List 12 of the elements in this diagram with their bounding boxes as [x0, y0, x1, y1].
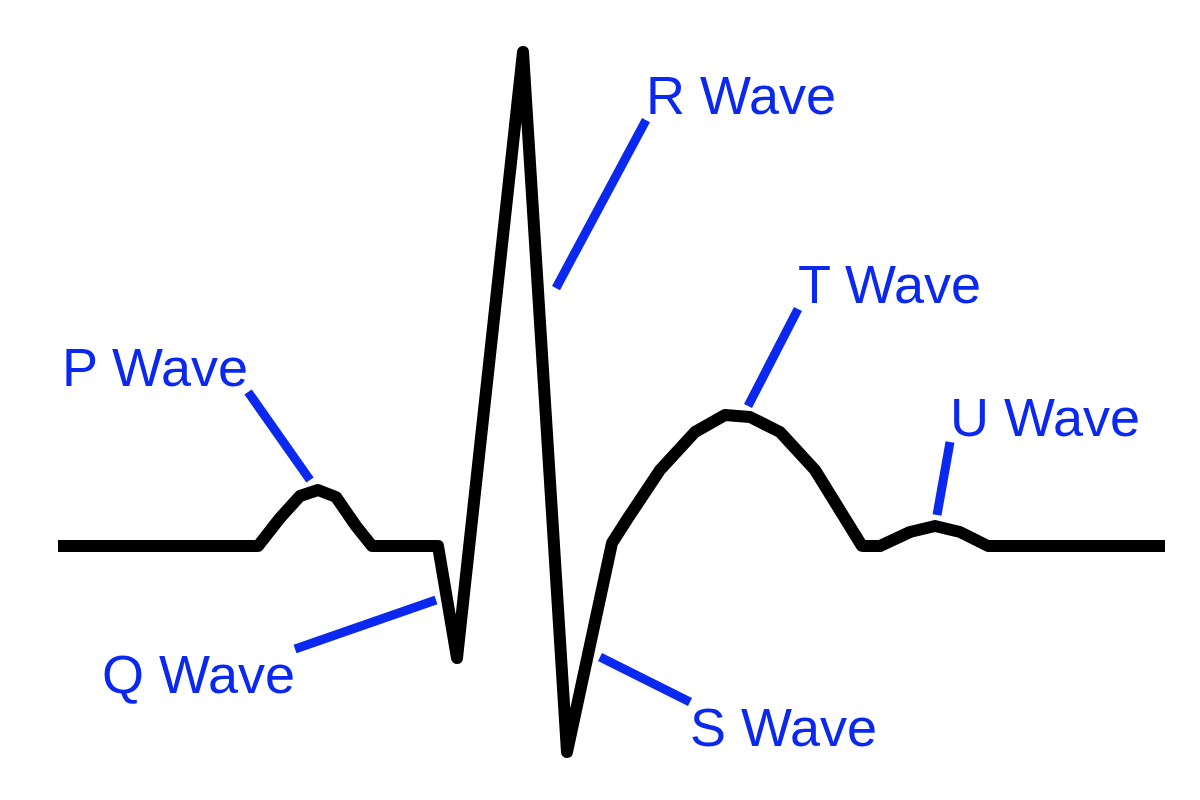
leader-line: [293, 595, 438, 654]
leader-line: [244, 389, 314, 483]
leader-line: [552, 117, 650, 291]
wave-label: R Wave: [646, 66, 837, 124]
wave-label: P Wave: [62, 338, 249, 396]
wave-label: U Wave: [950, 388, 1141, 446]
leader-line: [932, 441, 955, 516]
leader-line: [598, 652, 692, 707]
wave-label: T Wave: [798, 255, 982, 313]
wave-label: S Wave: [690, 698, 878, 756]
leader-line: [744, 306, 802, 409]
wave-label: Q Wave: [102, 645, 296, 703]
